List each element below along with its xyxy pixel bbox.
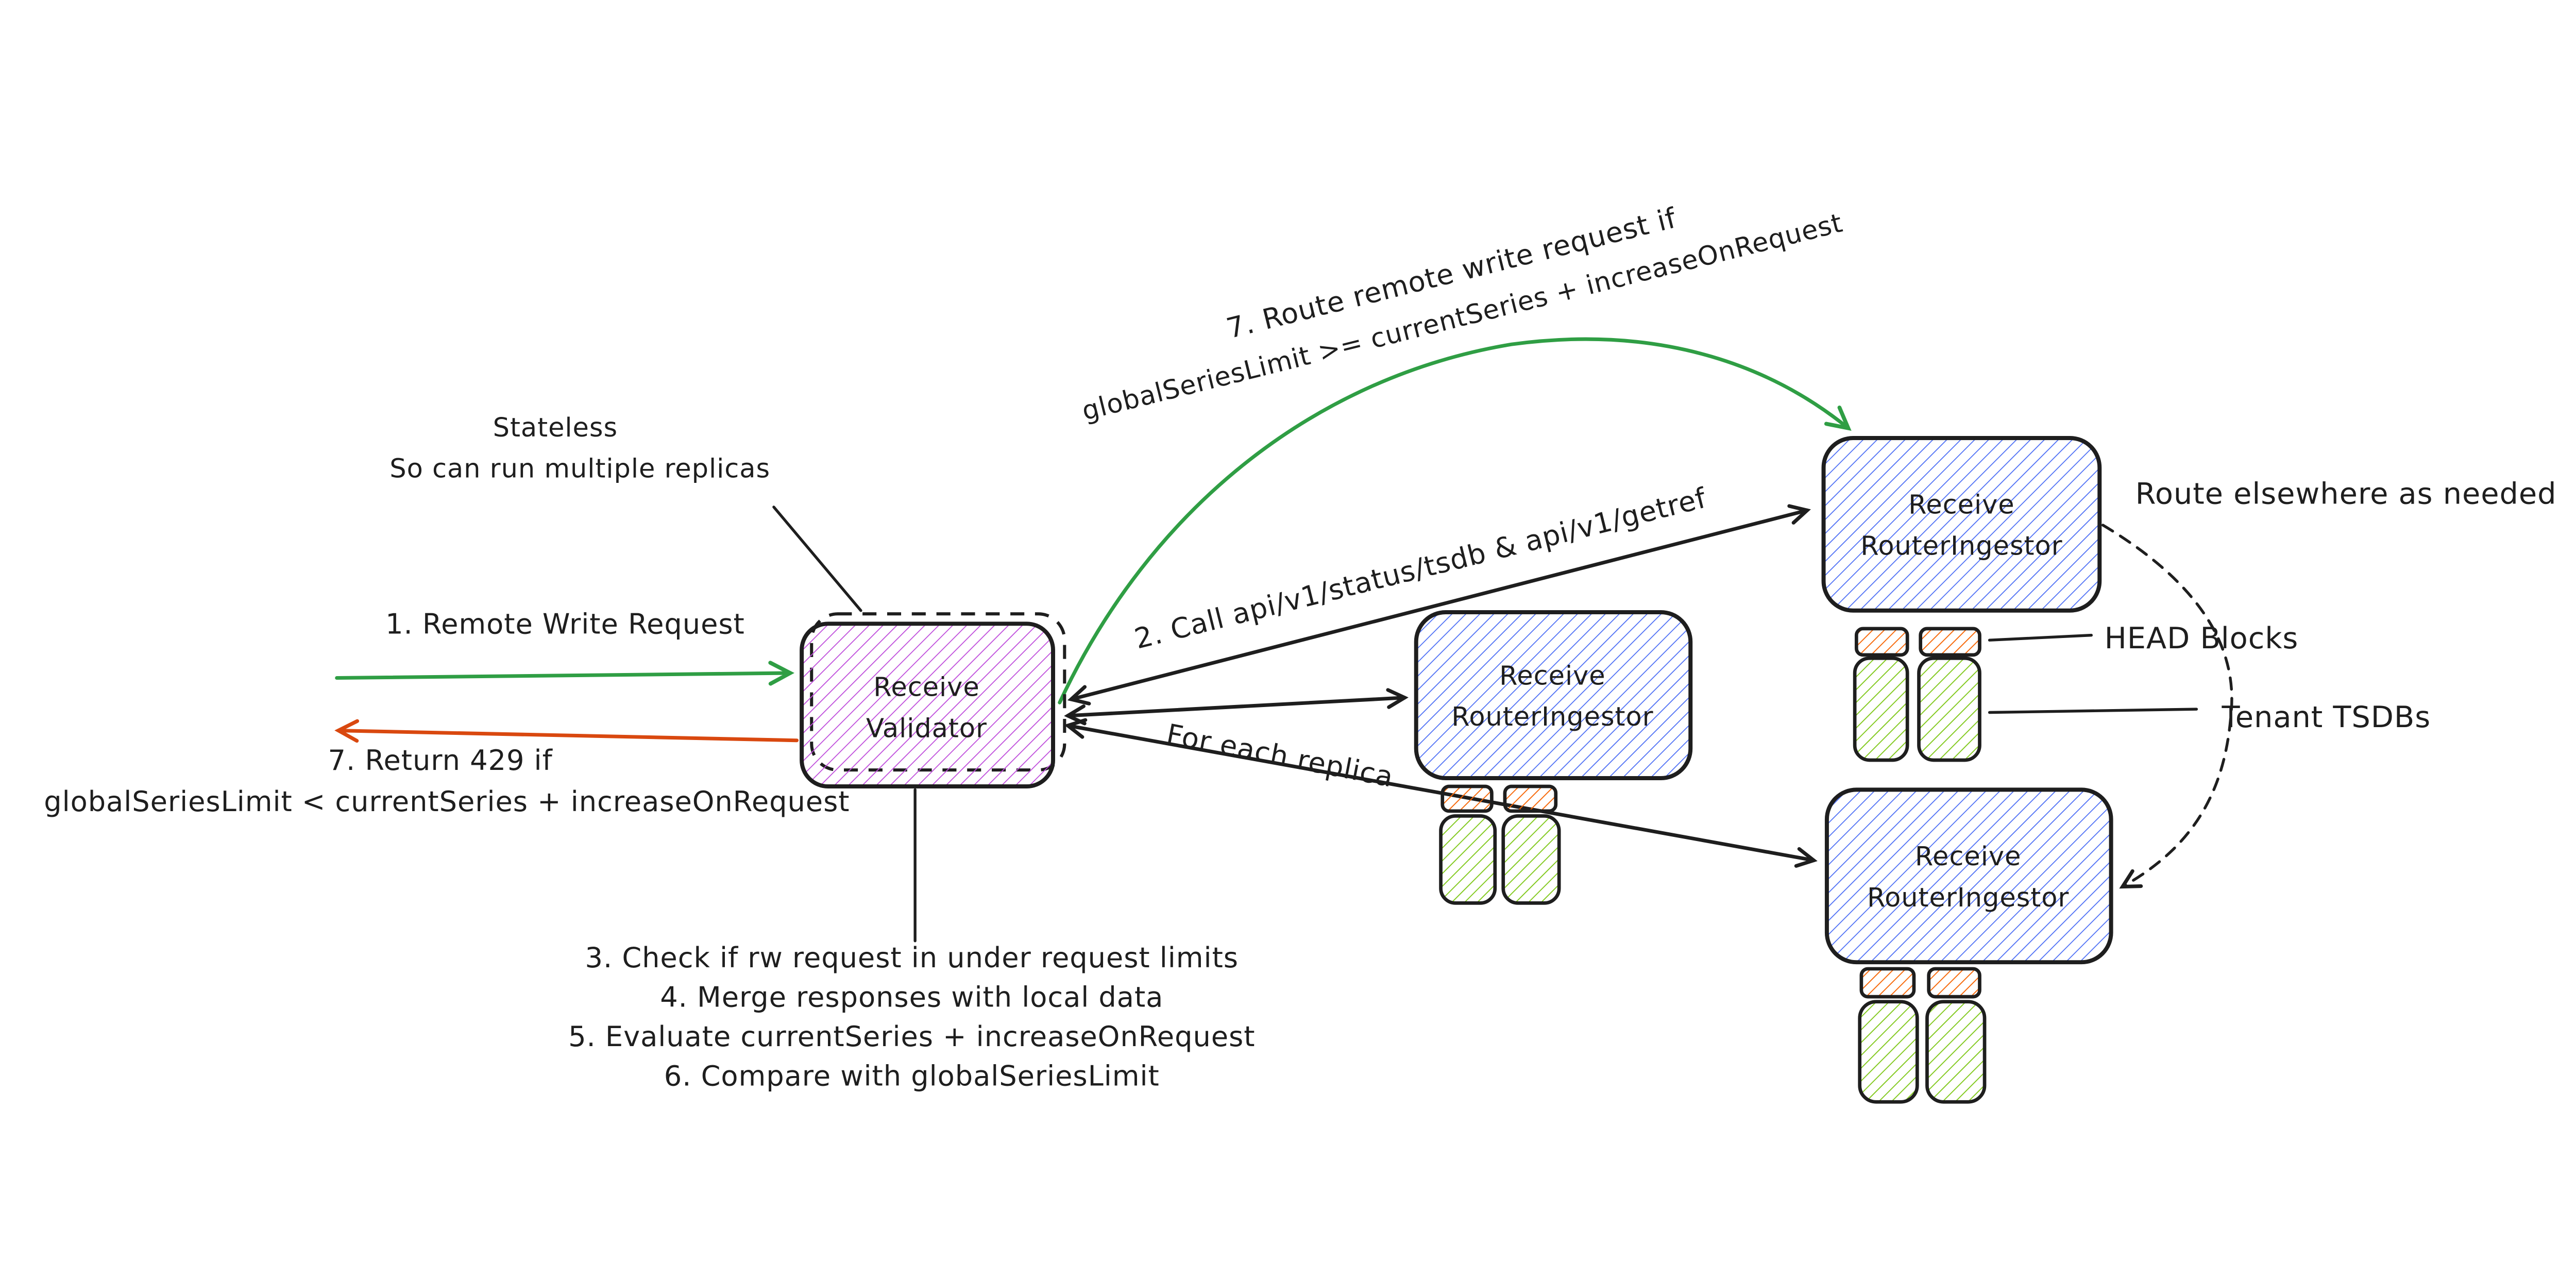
stateless-line1: Stateless (493, 413, 618, 443)
return-429-note[interactable]: 7. Return 429 if globalSeriesLimit < cur… (44, 744, 850, 818)
tenant-tsdb-shape[interactable] (1439, 814, 1497, 905)
validator-label-line1: Receive (873, 673, 979, 703)
router-top-label-line2: RouterIngestor (1860, 531, 2062, 561)
stateless-note[interactable]: Stateless So can run multiple replicas (389, 413, 770, 484)
return-429-line1: 7. Return 429 if (328, 744, 553, 777)
stateless-note-connector[interactable] (772, 506, 862, 612)
validator-dashed-outline (810, 612, 1066, 772)
route-elsewhere-label[interactable]: Route elsewhere as needed (2136, 477, 2557, 511)
router-ingestor-top-box[interactable] (1821, 435, 2102, 613)
tenant-tsdb-shape[interactable] (1917, 656, 1981, 762)
validator-steps-note[interactable]: 3. Check if rw request in under request … (568, 942, 1255, 1093)
router-bottom-label-line2: RouterIngestor (1867, 883, 2069, 913)
tenant-tsdbs-label[interactable]: Tenant TSDBs (2222, 700, 2431, 734)
tenant-tsdb-shape[interactable] (1925, 1000, 1987, 1104)
router-ingestor-middle-node[interactable]: Receive RouterIngestor (1414, 610, 1693, 781)
step-5-label: 5. Evaluate currentSeries + increaseOnRe… (568, 1020, 1255, 1053)
router-ingestor-middle-box[interactable] (1414, 610, 1693, 781)
tenant-tsdbs-connector[interactable] (1988, 708, 2198, 714)
router-middle-label-line2: RouterIngestor (1451, 702, 1653, 732)
head-blocks-label[interactable]: HEAD Blocks (2105, 621, 2299, 656)
call-api-arrow[interactable] (1071, 510, 1807, 699)
head-block-shape[interactable] (1919, 627, 1981, 657)
return-429-arrow[interactable] (334, 719, 799, 743)
step-4-label: 4. Merge responses with local data (660, 981, 1163, 1013)
remote-write-label[interactable]: 1. Remote Write Request (385, 608, 745, 640)
head-block-shape[interactable] (1859, 967, 1916, 999)
validator-label-line2: Validator (866, 713, 987, 744)
head-blocks-connector[interactable] (1988, 633, 2093, 642)
return-429-line2: globalSeriesLimit < currentSeries + incr… (44, 785, 850, 818)
head-block-shape[interactable] (1927, 967, 1981, 999)
route-elsewhere-arrow[interactable] (2101, 524, 2233, 887)
tsdb-stack-top-right[interactable] (1853, 627, 1981, 762)
router-ingestor-top-node[interactable]: Receive RouterIngestor (1821, 435, 2102, 613)
validator-node[interactable]: Receive Validator (800, 612, 1066, 788)
validator-box[interactable] (800, 621, 1055, 788)
router-middle-label-line1: Receive (1499, 661, 1605, 691)
router-bottom-label-line1: Receive (1915, 842, 2021, 872)
tsdb-stack-middle[interactable] (1439, 784, 1561, 905)
router-top-label-line1: Receive (1908, 490, 2014, 520)
remote-write-request-arrow[interactable] (335, 661, 795, 686)
head-block-shape[interactable] (1503, 784, 1558, 813)
validator-middle-router-arrow[interactable] (1068, 698, 1405, 716)
tenant-tsdb-shape[interactable] (1858, 1000, 1919, 1104)
stateless-line2: So can run multiple replicas (389, 454, 770, 484)
head-block-shape[interactable] (1854, 627, 1909, 657)
tsdb-stack-bottom-right[interactable] (1858, 967, 1987, 1104)
head-block-shape[interactable] (1440, 784, 1494, 813)
tenant-tsdb-shape[interactable] (1853, 656, 1909, 762)
tenant-tsdb-shape[interactable] (1501, 814, 1561, 905)
step-3-label: 3. Check if rw request in under request … (585, 942, 1239, 974)
router-ingestor-bottom-box[interactable] (1824, 787, 2113, 965)
step-6-label: 6. Compare with globalSeriesLimit (664, 1060, 1160, 1092)
router-ingestor-bottom-node[interactable]: Receive RouterIngestor (1824, 787, 2113, 965)
